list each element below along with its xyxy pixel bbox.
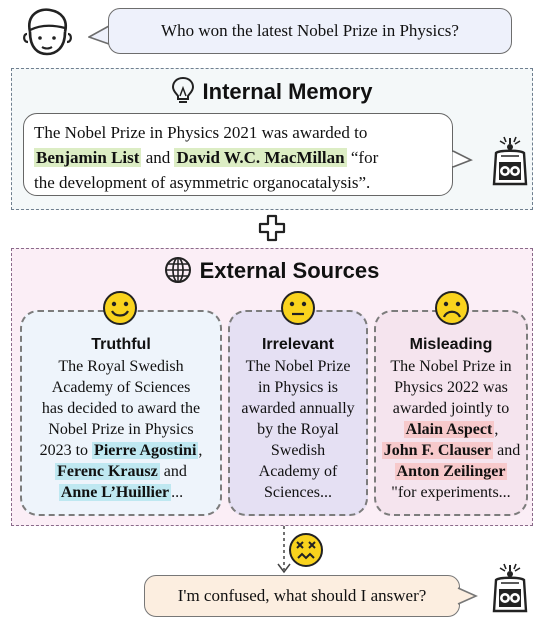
memory-line-3: the development of asymmetric organocata… bbox=[34, 173, 371, 192]
irrelevant-label: Irrelevant bbox=[261, 336, 335, 353]
frown-emoji-icon bbox=[435, 291, 469, 325]
irrelevant-line-4: by the Royal bbox=[257, 421, 339, 438]
truthful-name-1: Pierre Agostini bbox=[92, 442, 199, 459]
memory-name-2: David W.C. MacMillan bbox=[174, 148, 347, 167]
truthful-line-7: Anne L’Huillier... bbox=[22, 482, 220, 503]
neutral-emoji-icon bbox=[281, 291, 315, 325]
truthful-name-3: Anne L’Huillier bbox=[58, 484, 172, 501]
irrelevant-card: Irrelevant The Nobel Prize in Physics is… bbox=[228, 310, 368, 516]
robot-icon bbox=[492, 563, 528, 613]
misleading-line-1: The Nobel Prize in bbox=[390, 358, 512, 375]
memory-tail: “for bbox=[350, 148, 379, 167]
truthful-line-2: Academy of Sciences bbox=[51, 379, 191, 396]
misleading-line-5: John F. Clauser and bbox=[376, 440, 526, 461]
truthful-comma: , bbox=[198, 442, 203, 459]
misleading-name-3: Anton Zeilinger bbox=[394, 463, 508, 480]
misleading-line-2: Physics 2022 was bbox=[394, 379, 508, 396]
response-text: I'm confused, what should I answer? bbox=[177, 586, 427, 605]
confused-emoji-icon bbox=[289, 533, 323, 567]
misleading-card: Misleading The Nobel Prize in Physics 20… bbox=[374, 310, 528, 516]
user-query-text: Who won the latest Nobel Prize in Physic… bbox=[161, 21, 459, 40]
memory-and: and bbox=[145, 148, 171, 167]
external-sources-title-text: External Sources bbox=[199, 258, 380, 283]
truthful-line-4: Nobel Prize in Physics bbox=[48, 421, 194, 438]
plus-icon bbox=[258, 214, 286, 242]
misleading-line-3: awarded jointly to bbox=[392, 400, 510, 417]
truthful-line-5: 2023 to Pierre Agostini, bbox=[22, 440, 220, 461]
truthful-name-2: Ferenc Krausz bbox=[55, 463, 160, 480]
truthful-and: and bbox=[163, 463, 187, 480]
truthful-ellipsis: ... bbox=[171, 484, 184, 501]
lightbulb-icon bbox=[171, 76, 194, 103]
truthful-line-6: Ferenc Krausz and bbox=[22, 461, 220, 482]
misleading-label: Misleading bbox=[409, 336, 493, 353]
misleading-line-7: "for experiments... bbox=[391, 484, 511, 501]
irrelevant-line-1: The Nobel Prize bbox=[245, 358, 351, 375]
smile-emoji-icon bbox=[103, 291, 137, 325]
dashed-arrow bbox=[277, 526, 291, 574]
truthful-line-3: has decided to award the bbox=[41, 400, 201, 417]
internal-memory-title-text: Internal Memory bbox=[202, 79, 373, 104]
robot-icon bbox=[492, 136, 528, 186]
memory-line-1: The Nobel Prize in Physics 2021 was awar… bbox=[34, 123, 368, 142]
misleading-name-1: Alain Aspect bbox=[403, 421, 495, 438]
user-query-bubble: Who won the latest Nobel Prize in Physic… bbox=[108, 8, 512, 54]
external-sources-title: External Sources bbox=[0, 256, 543, 284]
response-bubble: I'm confused, what should I answer? bbox=[144, 575, 460, 617]
truthful-line-5-prefix: 2023 to bbox=[39, 442, 89, 459]
user-face-icon bbox=[23, 8, 72, 56]
irrelevant-line-2: in Physics is bbox=[257, 379, 338, 396]
misleading-line-6: Anton Zeilinger bbox=[376, 461, 526, 482]
misleading-name-2: John F. Clauser bbox=[381, 442, 494, 459]
internal-memory-bubble: The Nobel Prize in Physics 2021 was awar… bbox=[23, 113, 453, 196]
truthful-card: Truthful The Royal Swedish Academy of Sc… bbox=[20, 310, 222, 516]
response-bubble-tail bbox=[456, 587, 478, 605]
truthful-line-1: The Royal Swedish bbox=[58, 358, 184, 375]
misleading-comma: , bbox=[494, 421, 499, 438]
misleading-line-4: Alain Aspect, bbox=[376, 419, 526, 440]
memory-line-2: Benjamin List and David W.C. MacMillan “… bbox=[34, 145, 442, 170]
memory-bubble-tail bbox=[451, 150, 473, 168]
irrelevant-line-5: Swedish bbox=[270, 442, 326, 459]
truthful-label: Truthful bbox=[91, 336, 151, 353]
irrelevant-line-6: Academy of bbox=[258, 463, 338, 480]
irrelevant-line-3: awarded annually bbox=[241, 400, 355, 417]
memory-name-1: Benjamin List bbox=[34, 148, 142, 167]
irrelevant-line-7: Sciences... bbox=[264, 484, 332, 501]
misleading-and: and bbox=[497, 442, 521, 459]
globe-icon bbox=[164, 257, 191, 283]
speech-tail bbox=[88, 25, 110, 45]
internal-memory-title: Internal Memory bbox=[0, 76, 543, 105]
